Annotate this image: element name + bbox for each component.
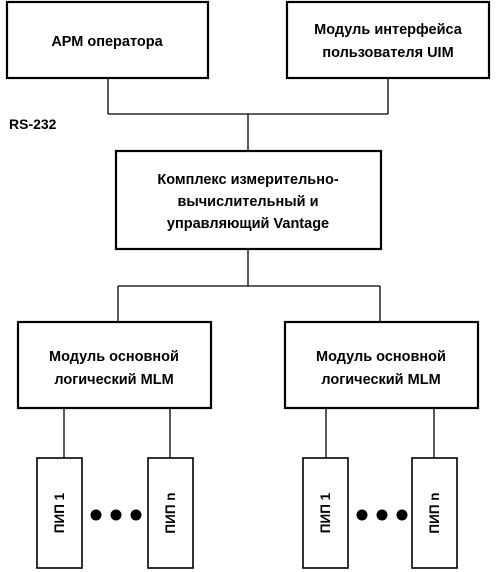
connectors: [63, 78, 435, 458]
uim-module-label-line1: Модуль интерфейса: [314, 22, 463, 38]
vantage-complex-box: Комплекс измерительно- вычислительный и …: [114, 149, 383, 251]
vantage-label-line1: Комплекс измерительно-: [157, 172, 338, 188]
sensor-right-1-label: ПИП 1: [318, 492, 333, 533]
sensor-box-right-1: ПИП 1: [302, 457, 349, 569]
sensor-box-left-1: ПИП 1: [36, 457, 83, 569]
mlm-module-right-box: Модуль основной логический MLM: [283, 320, 480, 410]
vantage-label-line2: вычислительный и: [177, 194, 318, 210]
rs232-label: RS-232: [9, 116, 57, 132]
uim-module-box: Модуль интерфейса пользователя UIM: [285, 0, 491, 80]
sensor-box-right-n: ПИП n: [411, 457, 458, 569]
sensor-ellipsis-left: [90, 509, 142, 521]
mlm-module-left-box: Модуль основной логический MLM: [16, 320, 213, 410]
mlm-right-label-line1: Модуль основной: [316, 349, 446, 365]
sensor-left-1-label: ПИП 1: [52, 492, 67, 533]
mlm-left-label-line1: Модуль основной: [49, 349, 179, 365]
mlm-left-label-line2: логический MLM: [54, 372, 173, 388]
sensor-left-n-label: ПИП n: [163, 492, 178, 533]
sensor-ellipsis-right: [356, 509, 408, 521]
operator-workstation-label: АРМ оператора: [51, 34, 163, 50]
vantage-label-line3: управляющий Vantage: [167, 216, 329, 232]
mlm-right-label-line2: логический MLM: [321, 372, 440, 388]
operator-workstation-box: АРМ оператора: [5, 0, 210, 80]
sensor-right-n-label: ПИП n: [427, 492, 442, 533]
sensor-box-left-n: ПИП n: [147, 457, 194, 569]
uim-module-label-line2: пользователя UIM: [322, 45, 453, 61]
